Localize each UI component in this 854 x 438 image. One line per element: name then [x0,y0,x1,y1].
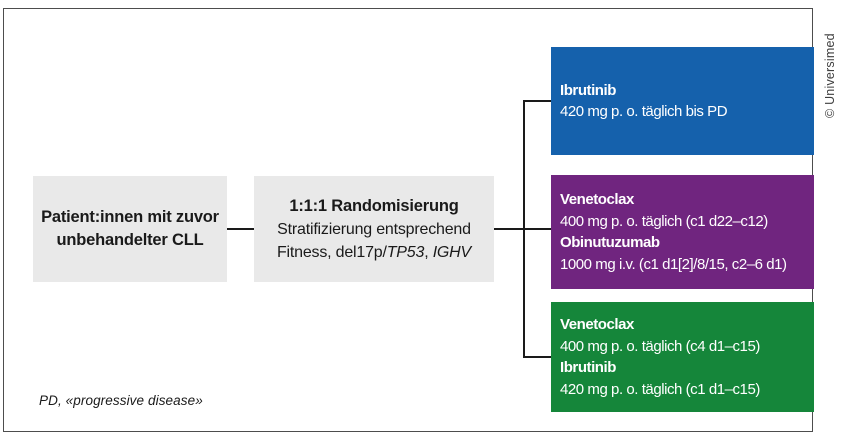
arm3-drug1-dose: 400 mg p. o. täglich (c4 d1–c15) [560,337,760,355]
arm-box-venetoclax-ibrutinib: Venetoclax 400 mg p. o. täglich (c4 d1–c… [551,302,814,412]
arm1-drug-name: Ibrutinib [560,81,616,99]
arm3-drug1-name: Venetoclax [560,316,634,333]
patient-box-line1: Patient:innen mit zuvor [41,208,219,226]
connector-branch-vertical [523,100,525,358]
footnote-pd-abbreviation: PD, «progressive disease» [39,393,203,408]
arm3-drug2-name: Ibrutinib [560,359,616,376]
arm-box-ibrutinib: Ibrutinib 420 mg p. o. täglich bis PD [551,47,814,155]
gene-tp53: TP53 [386,243,425,261]
stratification-line: Stratifizierung entsprechend [277,220,471,238]
arm-box-venetoclax-obinutuzumab: Venetoclax 400 mg p. o. täglich (c1 d22–… [551,175,814,289]
connector-branch-to-ibrutinib-arm [523,100,551,102]
factors-separator: , [424,243,433,261]
arm2-drug2-name: Obinutuzumab [560,234,660,251]
arm1-dose: 420 mg p. o. täglich bis PD [560,103,728,120]
connector-randomization-to-arms [494,228,551,230]
arm2-drug1-name: Venetoclax [560,191,634,208]
stratification-factors-line: Fitness, del17p/TP53, IGHV [277,241,471,264]
patient-box-line2: unbehandelter CLL [56,231,204,249]
arm2-drug1-dose: 400 mg p. o. täglich (c1 d22–c12) [560,212,768,230]
gene-ighv: IGHV [432,243,472,261]
connector-patient-to-randomization [227,228,254,230]
connector-branch-to-venetoclax-ibrutinib-arm [523,356,551,358]
randomization-box: 1:1:1 Randomisierung Stratifizierung ent… [254,176,494,282]
factors-prefix: Fitness, del17p/ [276,243,387,261]
randomization-title: 1:1:1 Randomisierung [289,196,459,215]
arm2-drug2-dose: 1000 mg i.v. (c1 d1[2]/8/15, c2–6 d1) [560,255,787,273]
diagram-frame: Patient:innen mit zuvor unbehandelter CL… [3,8,814,432]
copyright-credit: © Universimed [823,33,837,118]
arm3-drug2-dose: 420 mg p. o. täglich (c1 d1–c15) [560,380,760,398]
patient-population-box: Patient:innen mit zuvor unbehandelter CL… [33,176,227,282]
